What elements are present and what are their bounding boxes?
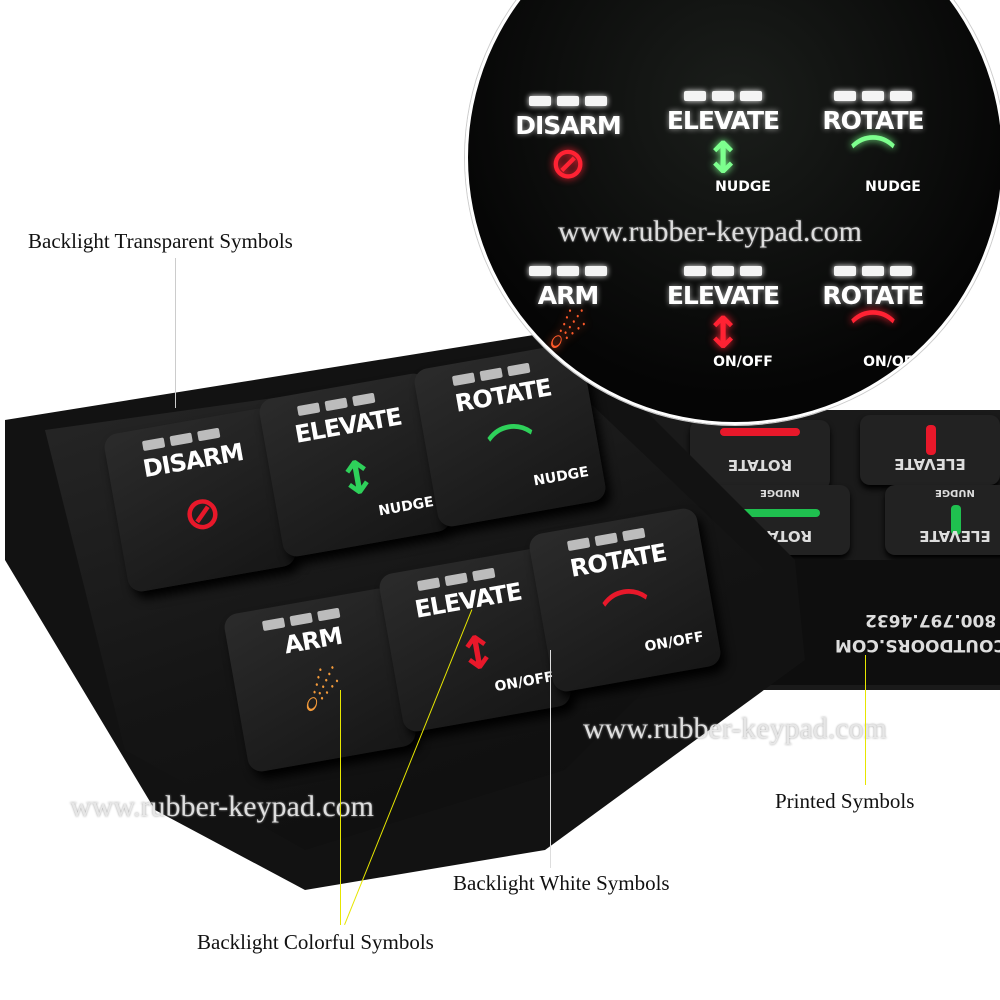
zoom-inset: DISARM ⊘ ELEVATE ↕ NUDGE ROTATE ⌒ NUDGE … <box>465 0 1000 425</box>
printed-key: ELEVATE <box>860 415 1000 485</box>
inset-key-sublabel: NUDGE <box>715 179 771 196</box>
watermark: www.rubber-keypad.com <box>583 712 888 745</box>
inset-key: ELEVATE ↕ NUDGE <box>648 88 798 195</box>
key-symbol-icon: ⊘ <box>178 482 226 543</box>
inset-key-symbol-icon: ⌒ <box>851 133 895 184</box>
led-indicators <box>684 266 762 276</box>
watermark: www.rubber-keypad.com <box>558 215 863 248</box>
inset-key-symbol-icon: ☄ <box>548 308 588 359</box>
printed-key-label: ELEVATE <box>894 455 966 473</box>
led-indicators <box>834 91 912 101</box>
leader-line <box>550 650 551 868</box>
inset-key-sublabel: ON/OFF <box>863 354 923 371</box>
inset-key: ROTATE ⌒ ON/OFF <box>798 263 948 370</box>
printed-key-sub: NUDGE <box>935 487 975 498</box>
watermark: www.rubber-keypad.com <box>70 790 375 823</box>
inset-key-sublabel: NUDGE <box>865 179 921 196</box>
inset-key-label: ROTATE <box>822 281 924 310</box>
inset-key: ELEVATE ↕ ON/OFF <box>648 263 798 370</box>
inset-key-symbol-icon: ↕ <box>704 133 742 184</box>
led-indicators <box>684 91 762 101</box>
inset-key-label: ELEVATE <box>666 281 780 310</box>
inset-key: DISARM ⊘ <box>493 93 643 188</box>
keypad-button[interactable]: ROTATE ⌒ ON/OFF <box>527 506 723 694</box>
inset-key-label: DISARM <box>515 111 622 140</box>
printed-key-label: ELEVATE <box>919 527 991 545</box>
inset-key-symbol-icon: ↕ <box>704 308 742 359</box>
key-sublabel: NUDGE <box>532 464 590 490</box>
key-symbol-icon: ↕ <box>333 447 381 508</box>
inset-key-sublabel: ON/OFF <box>713 354 773 371</box>
inset-key-symbol-icon: ⊘ <box>549 138 587 189</box>
printed-website: MECOUTDOORS.COM <box>835 635 1000 655</box>
key-sublabel: NUDGE <box>377 494 435 520</box>
inset-key: ARM ☄ <box>493 263 643 358</box>
inset-key-label: ROTATE <box>822 106 924 135</box>
inset-key: ROTATE ⌒ NUDGE <box>798 88 948 195</box>
printed-phone: 800.797.4632 <box>865 610 997 630</box>
inset-key-label: ARM <box>537 281 599 310</box>
leader-line <box>340 690 341 925</box>
printed-key: NUDGE ELEVATE <box>885 485 1000 555</box>
label-printed: Printed Symbols <box>775 789 915 813</box>
key-symbol-icon: ⌒ <box>599 582 655 644</box>
printed-key-label: ROTATE <box>727 456 793 474</box>
leader-line <box>865 655 866 785</box>
led-indicators <box>834 266 912 276</box>
inset-key-label: ELEVATE <box>666 106 780 135</box>
label-backlight-white: Backlight White Symbols <box>453 871 670 895</box>
key-sublabel: ON/OFF <box>493 669 555 696</box>
led-indicators <box>529 266 607 276</box>
inset-key-symbol-icon: ⌒ <box>851 308 895 359</box>
label-backlight-colorful: Backlight Colorful Symbols <box>197 930 434 954</box>
label-backlight-transparent: Backlight Transparent Symbols <box>28 229 293 253</box>
leader-line <box>175 258 176 408</box>
led-indicators <box>529 96 607 106</box>
key-symbol-icon: ⌒ <box>484 417 540 479</box>
